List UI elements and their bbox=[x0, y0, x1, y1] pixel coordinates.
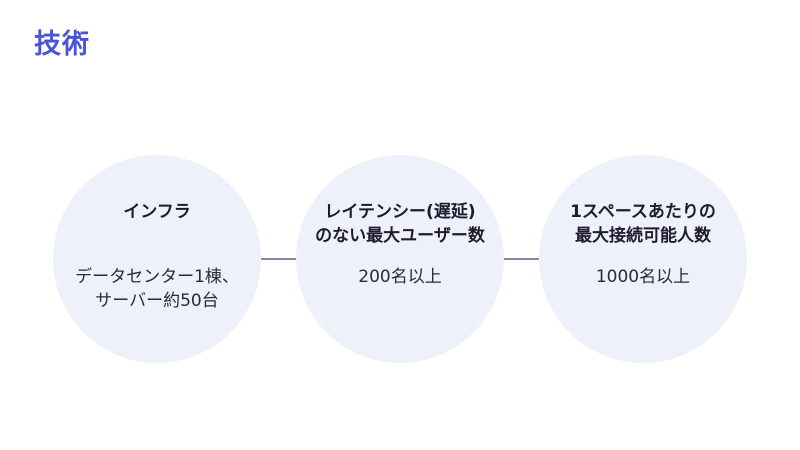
stat-circle-max-connections: 1スペースあたりの 最大接続可能人数 1000名以上 bbox=[539, 155, 747, 363]
stat-value: 1000名以上 bbox=[595, 267, 691, 287]
stat-heading: 1スペースあたりの 最大接続可能人数 bbox=[570, 202, 716, 246]
stat-value: 200名以上 bbox=[358, 267, 442, 287]
stat-circle-infrastructure: インフラ データセンター1棟、 サーバー約50台 bbox=[53, 155, 261, 363]
stat-value: データセンター1棟、 サーバー約50台 bbox=[75, 267, 239, 311]
stat-heading: インフラ bbox=[123, 202, 191, 222]
slide-title: 技術 bbox=[34, 29, 90, 60]
connector-line bbox=[503, 258, 543, 260]
stat-heading: レイテンシー(遅延) のない最大ユーザー数 bbox=[315, 202, 485, 246]
stat-circle-max-users: レイテンシー(遅延) のない最大ユーザー数 200名以上 bbox=[296, 155, 504, 363]
connector-line bbox=[258, 258, 300, 260]
